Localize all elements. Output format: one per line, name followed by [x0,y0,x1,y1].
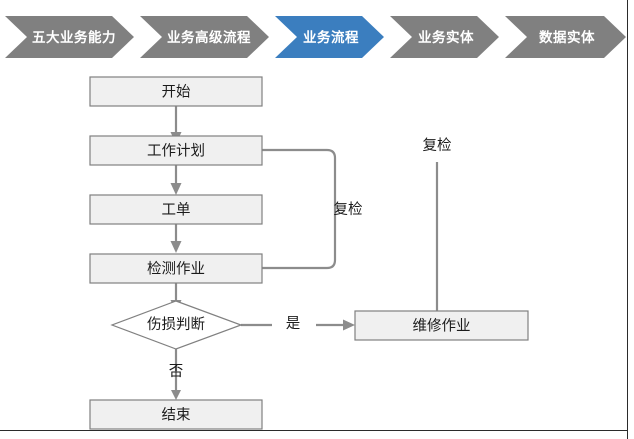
edge-label-recheck-outer: 复检 [423,136,452,154]
node-workorder[interactable]: 工单 [89,194,263,225]
node-inspection-label: 检测作业 [147,260,205,277]
node-end-label: 结束 [162,406,191,423]
breadcrumb-step-2[interactable]: 业务高级流程 [140,16,269,58]
node-repair-shape [354,310,529,341]
node-workorder-shape [89,194,263,225]
edge-decision-to-repair-yes: 是 [241,316,355,332]
breadcrumb-step-4-shape [390,16,499,58]
breadcrumb-step-2-label: 业务高级流程 [167,29,251,45]
node-repair[interactable]: 维修作业 [354,310,529,341]
edge-repair-to-workplan-recheck: 复检 [423,136,452,311]
breadcrumb-step-1[interactable]: 五大业务能力 [5,16,134,58]
breadcrumb: 五大业务能力 业务高级流程 业务流程 业务实体 数据实体 [0,0,634,60]
breadcrumb-step-4[interactable]: 业务实体 [390,16,499,58]
breadcrumb-step-3[interactable]: 业务流程 [275,16,384,58]
edge-workorder-to-inspection [170,224,182,253]
breadcrumb-step-5[interactable]: 数据实体 [505,16,626,58]
node-inspection-shape [89,253,263,284]
node-start-label: 开始 [162,83,191,100]
node-start[interactable]: 开始 [89,76,263,107]
edge-label-yes: 是 [286,316,301,332]
breadcrumb-step-2-shape [140,16,269,58]
node-start-shape [89,76,263,107]
breadcrumb-step-1-shape [5,16,134,58]
node-workplan-label: 工作计划 [147,142,205,159]
breadcrumb-step-4-label: 业务实体 [418,29,474,45]
node-decision-label: 伤损判断 [147,316,205,333]
page-frame-bottom-rule [0,430,627,431]
node-workorder-label: 工单 [162,201,191,218]
breadcrumb-step-3-label: 业务流程 [303,29,359,45]
breadcrumb-step-3-shape [275,16,384,58]
node-inspection[interactable]: 检测作业 [89,253,263,284]
node-repair-label: 维修作业 [413,317,471,334]
node-workplan-shape [89,135,263,166]
edge-decision-to-end-no: 否 [169,349,184,400]
node-end[interactable]: 结束 [89,399,263,430]
page-frame-right-rule [627,0,628,439]
breadcrumb-step-5-label: 数据实体 [539,29,595,45]
node-decision[interactable]: 伤损判断 [110,300,243,350]
node-workplan[interactable]: 工作计划 [89,135,263,166]
edge-workplan-to-workorder [170,165,182,195]
node-decision-shape [110,300,243,350]
edge-label-recheck-inner: 复检 [334,200,363,218]
breadcrumb-step-5-shape [505,16,626,58]
edge-label-no: 否 [169,364,184,380]
breadcrumb-step-1-label: 五大业务能力 [32,29,116,45]
flowchart: 复检 是 复检 否 [0,56,634,439]
node-end-shape [89,399,263,430]
